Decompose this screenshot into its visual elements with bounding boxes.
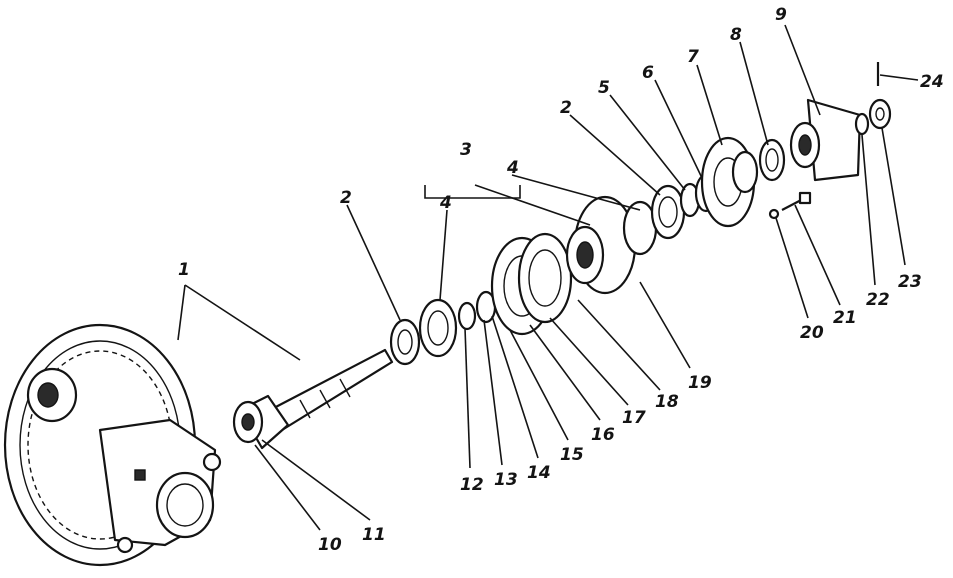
label-20: 20 (800, 323, 824, 343)
leader-lines (177, 24, 919, 531)
ring-gear-differential (3, 323, 222, 567)
bolt-21 (781, 191, 812, 211)
label-9: 9 (775, 5, 787, 25)
label-19: 19 (688, 373, 712, 393)
tapered-bearing-outer (418, 298, 458, 358)
bearing-housing (565, 195, 637, 295)
label-13: 13 (494, 470, 518, 490)
spacer-ring-12 (457, 301, 477, 331)
tapered-bearing-inner (389, 318, 421, 366)
label-12: 12 (460, 475, 484, 495)
label-7: 7 (687, 47, 699, 67)
washer-20 (768, 208, 780, 220)
washer-22 (854, 112, 870, 136)
label-2-left: 2 (340, 188, 352, 208)
bearing-2-right (622, 184, 686, 256)
label-6: 6 (642, 63, 654, 83)
label-4-left: 4 (439, 193, 452, 213)
callout-labels: 1 2 3 4 4 2 5 6 7 8 9 24 10 11 12 13 14 … (178, 5, 944, 555)
label-11: 11 (362, 525, 386, 545)
label-1: 1 (178, 260, 190, 280)
label-14: 14 (527, 463, 551, 483)
label-22: 22 (866, 290, 890, 310)
label-4-right: 4 (506, 158, 519, 178)
cover-flange-7 (700, 136, 759, 228)
label-21: 21 (833, 308, 857, 328)
label-17: 17 (622, 408, 646, 428)
label-3: 3 (460, 140, 472, 160)
label-5: 5 (598, 78, 610, 98)
companion-flange-9 (789, 98, 862, 182)
nut-23 (868, 98, 892, 130)
label-23: 23 (898, 272, 922, 292)
label-8: 8 (730, 25, 742, 45)
label-24: 24 (920, 72, 944, 92)
label-2-right: 2 (560, 98, 572, 118)
shim-gaskets (490, 232, 573, 336)
seal-8 (758, 138, 786, 182)
label-16: 16 (591, 425, 615, 445)
pinion-shaft (232, 348, 394, 450)
label-10: 10 (318, 535, 342, 555)
label-18: 18 (655, 392, 679, 412)
label-15: 15 (560, 445, 584, 465)
